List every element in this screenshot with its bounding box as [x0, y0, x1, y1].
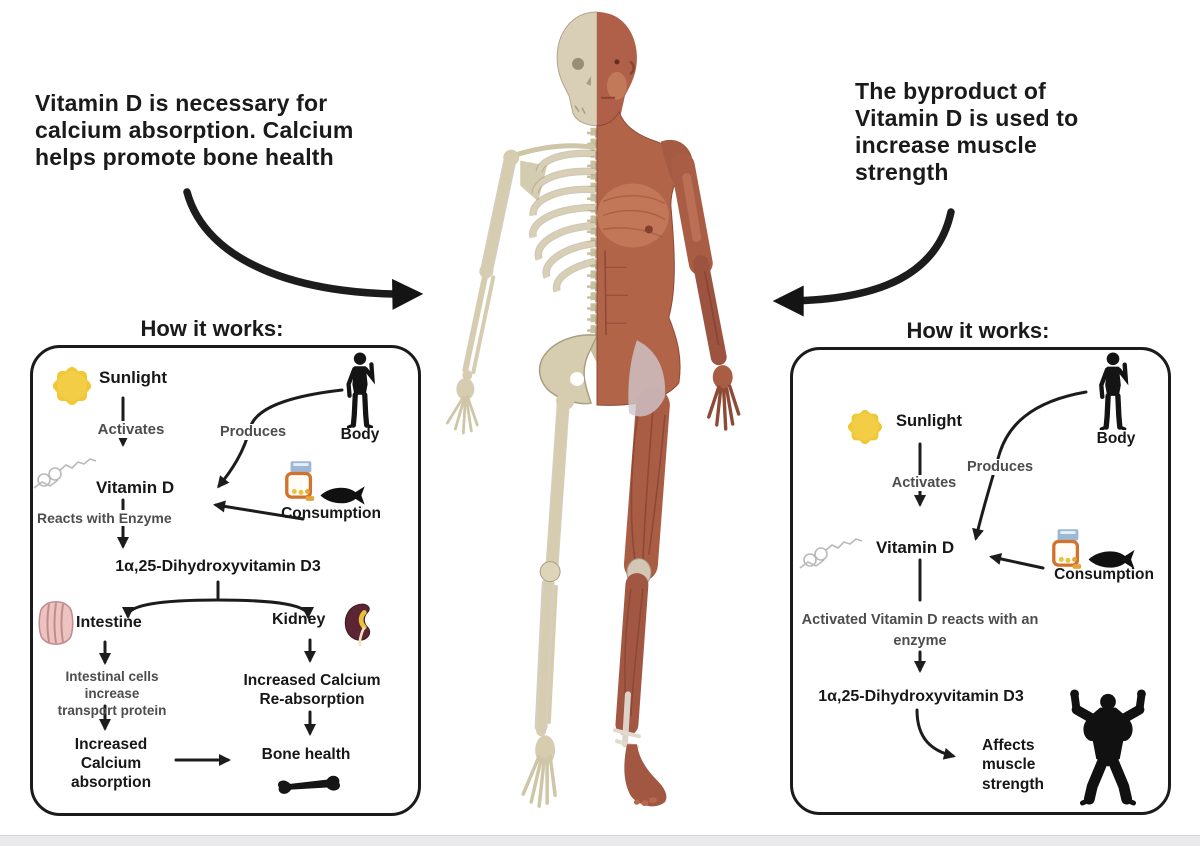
- bodybuilder-icon: [1068, 688, 1148, 806]
- node-vitamin-d-right: Vitamin D: [876, 538, 955, 557]
- right-callout: The byproduct of Vitamin D is used to in…: [855, 78, 1079, 185]
- muscle-half: [596, 11, 741, 807]
- node-body-right: Body: [1096, 430, 1136, 447]
- left-callout-arrow: [183, 188, 424, 310]
- node-consumption-left: Consumption: [281, 505, 381, 522]
- left-callout: Vitamin D is necessary for calcium absor…: [35, 90, 354, 170]
- node-sunlight-right: Sunlight: [896, 412, 962, 430]
- fish-icon: [318, 484, 368, 507]
- node-kidney: Kidney: [272, 611, 326, 628]
- node-increased-calcium-reabsorption: Increased Calcium Re-absorption: [243, 672, 381, 708]
- edge-reacts-with-enzyme: Reacts with Enzyme: [34, 510, 175, 526]
- molecule-icon: [30, 450, 100, 495]
- right-callout-arrow: [772, 208, 955, 317]
- skeleton-half: [445, 11, 609, 808]
- body-icon: [340, 352, 380, 428]
- body-icon-right: [1092, 352, 1134, 430]
- molecule-icon-right: [795, 530, 867, 575]
- sun-icon: [44, 358, 100, 414]
- anatomy-figure: [445, 11, 741, 808]
- node-enzyme-note: Activated Vitamin D reacts with an enzym…: [801, 612, 1039, 650]
- bottom-strip: [0, 835, 1200, 846]
- left-panel: [30, 345, 421, 816]
- node-bone-health: Bone health: [261, 746, 351, 763]
- node-intestine: Intestine: [76, 614, 142, 631]
- edge-produces-right: Produces: [964, 459, 1037, 475]
- right-panel: [790, 347, 1171, 815]
- node-body-left: Body: [340, 426, 380, 443]
- edge-activates-right: Activates: [884, 475, 964, 491]
- intestine-icon: [36, 600, 76, 646]
- node-intestinal-cells: Intestinal cells increase transport prot…: [57, 669, 167, 718]
- node-dihydroxyvitamin-left: 1α,25-Dihydroxyvitamin D3: [115, 558, 321, 575]
- bone-icon: [276, 770, 344, 800]
- edge-activates-left: Activates: [92, 421, 170, 438]
- supplement-jar-icon: [283, 460, 317, 504]
- left-panel-heading: How it works:: [140, 316, 284, 341]
- node-sunlight-left: Sunlight: [99, 368, 167, 387]
- node-consumption-right: Consumption: [1054, 566, 1154, 583]
- fish-icon-right: [1086, 548, 1138, 571]
- right-panel-heading: How it works:: [906, 318, 1050, 343]
- kidney-icon: [342, 602, 374, 646]
- node-increased-calcium-absorption: Increased Calcium absorption: [70, 736, 152, 791]
- node-vitamin-d-left: Vitamin D: [96, 478, 175, 497]
- sun-icon-right: [840, 402, 890, 452]
- edge-produces-left: Produces: [217, 424, 290, 440]
- node-dihydroxyvitamin-right: 1α,25-Dihydroxyvitamin D3: [818, 688, 1024, 705]
- node-affects-muscle-strength: Affects muscle strength: [982, 737, 1044, 793]
